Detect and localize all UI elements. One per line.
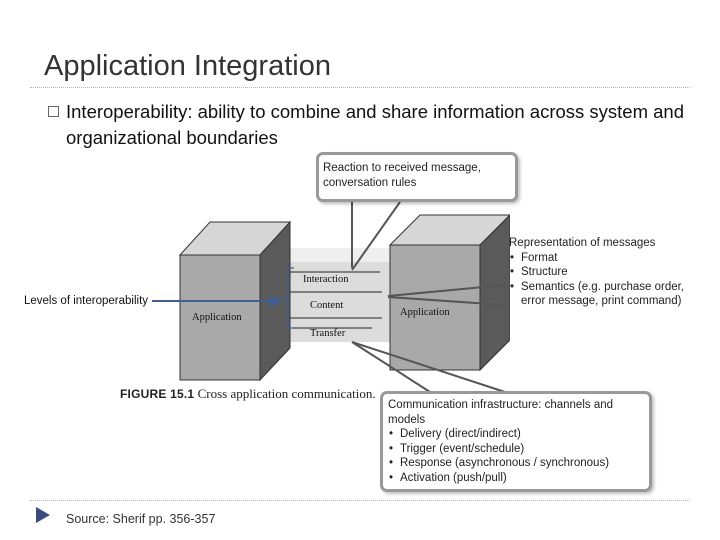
layer-bracket [282, 267, 294, 329]
right-application-label: Application [400, 307, 450, 318]
infrastructure-arrow [351, 341, 431, 393]
representation-arrow [387, 284, 506, 297]
representation-item: Semantics (e.g. purchase order, error me… [509, 280, 699, 309]
figure-caption-text: Cross application communication. [197, 386, 376, 401]
reaction-arrow-tip [351, 201, 401, 271]
footer-divider [30, 500, 690, 501]
infrastructure-callout: Communication infrastructure: channels a… [380, 391, 652, 492]
layer-transfer-label: Transfer [310, 328, 346, 339]
representation-arrow-tip [387, 296, 506, 306]
connection-band [255, 262, 410, 342]
infrastructure-arrow-tip [351, 341, 506, 393]
bullet-text: Interoperability: ability to combine and… [66, 101, 684, 148]
figure-caption: FIGURE 15.1 Cross application communicat… [120, 386, 376, 402]
reaction-text: Reaction to received message, conversati… [323, 162, 481, 189]
right-application-box [388, 214, 510, 372]
square-box-icon [48, 106, 59, 117]
infrastructure-item: Response (asynchronous / synchronous) [388, 456, 645, 471]
representation-item: Structure [509, 265, 699, 280]
page-title: Application Integration [44, 50, 331, 82]
infrastructure-item: Activation (push/pull) [388, 471, 645, 486]
triangle-right-icon [36, 507, 50, 523]
infrastructure-item: Delivery (direct/indirect) [388, 427, 645, 442]
layer-interaction-label: Interaction [303, 274, 349, 285]
source-citation: Source: Sherif pp. 356-357 [66, 512, 216, 526]
connection-band-top [255, 248, 410, 262]
left-application-label: Application [192, 312, 242, 323]
title-divider [30, 87, 690, 88]
representation-heading: Representation of messages [509, 237, 656, 249]
representation-callout: Representation of messages Format Struct… [503, 232, 703, 312]
levels-label: Levels of interoperability [24, 295, 149, 307]
representation-item: Format [509, 251, 699, 266]
layer-lines [290, 271, 382, 329]
infrastructure-heading: Communication infrastructure: channels a… [388, 399, 614, 426]
layer-content-label: Content [310, 300, 343, 311]
infrastructure-item: Trigger (event/schedule) [388, 442, 645, 457]
reaction-callout: Reaction to received message, conversati… [316, 152, 518, 202]
figure-number: FIGURE 15.1 [120, 387, 195, 401]
